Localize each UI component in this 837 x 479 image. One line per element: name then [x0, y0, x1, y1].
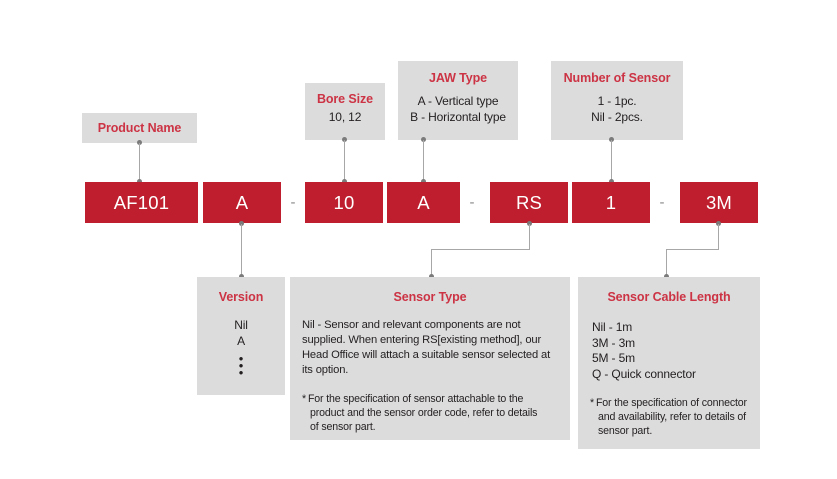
connector-line-version	[241, 224, 242, 277]
ellipsis-dot: •	[238, 351, 244, 366]
note-asterisk: *	[302, 393, 306, 405]
ellipsis-dot: •	[238, 365, 244, 380]
connector-dot	[342, 179, 347, 184]
connector-dot	[716, 221, 721, 226]
ellipsis-dot: •	[238, 358, 244, 373]
connector-dot	[239, 221, 244, 226]
code-segment-sensor-type[interactable]: RS	[490, 182, 568, 223]
label-box-bore-size: Bore Size 10, 12	[305, 83, 385, 140]
label-heading: Product Name	[97, 121, 182, 135]
connector-dot	[239, 274, 244, 279]
note-line: product and the sensor order code, refer…	[310, 407, 538, 419]
connector-line-sensor-type-rise	[431, 249, 432, 277]
connector-line-cable-length-drop	[718, 224, 719, 249]
label-line: 3M - 3m	[592, 335, 635, 350]
label-line: Q - Quick connector	[592, 366, 696, 381]
label-box-number-of-sensor: Number of Sensor 1 - 1pc. Nil - 2pcs.	[551, 61, 683, 140]
connector-line-number-of-sensor	[611, 140, 612, 182]
label-line: Nil	[234, 318, 248, 332]
connector-line-sensor-type-span	[431, 249, 530, 250]
connector-dot	[527, 221, 532, 226]
code-segment-number-of-sensor[interactable]: 1	[572, 182, 650, 223]
connector-dot	[137, 140, 142, 145]
code-segment-bore-size[interactable]: 10	[305, 182, 383, 223]
label-line: A - Vertical type	[417, 94, 499, 108]
connector-dot	[421, 179, 426, 184]
connector-dot	[609, 179, 614, 184]
label-heading: Sensor Type	[393, 290, 467, 304]
label-box-product-name: Product Name	[82, 113, 197, 143]
vertical-ellipsis-icon: • • •	[197, 351, 285, 380]
label-heading: Bore Size	[316, 92, 374, 106]
note-line: For the specification of connector	[595, 397, 747, 409]
connector-dot	[664, 274, 669, 279]
label-heading: JAW Type	[428, 71, 487, 85]
connector-dot	[342, 137, 347, 142]
label-line: 1 - 1pc.	[597, 94, 637, 108]
connector-line-jaw-type	[423, 140, 424, 182]
label-box-version: Version Nil A • • •	[197, 277, 285, 395]
label-line: Nil - 2pcs.	[591, 109, 643, 124]
connector-line-sensor-type-drop	[529, 224, 530, 249]
code-segment-product-name[interactable]: AF101	[85, 182, 198, 223]
code-segment-cable-length[interactable]: 3M	[680, 182, 758, 223]
label-heading: Sensor Cable Length	[607, 290, 731, 304]
code-separator: -	[290, 194, 296, 211]
label-line: B - Horizontal type	[410, 109, 506, 124]
code-segment-jaw-type[interactable]: A	[387, 182, 460, 223]
label-line: 5M - 5m	[592, 351, 635, 365]
connector-line-bore-size	[344, 140, 345, 182]
connector-dot	[421, 137, 426, 142]
label-heading: Number of Sensor	[563, 71, 671, 85]
label-box-cable-length: Sensor Cable Length Nil - 1m 3M - 3m 5M …	[578, 277, 760, 449]
label-box-sensor-type: Sensor Type Nil - Sensor and relevant co…	[290, 277, 570, 440]
sensor-type-note: *For the specification of sensor attacha…	[290, 392, 570, 434]
label-line: 10, 12	[328, 110, 362, 124]
connector-line-product-name	[139, 143, 140, 182]
sensor-type-description: Nil - Sensor and relevant components are…	[302, 319, 551, 376]
code-segment-version[interactable]: A	[203, 182, 281, 223]
label-box-jaw-type: JAW Type A - Vertical type B - Horizonta…	[398, 61, 518, 140]
note-line: of sensor part.	[310, 421, 376, 433]
note-line: and availability, refer to details of	[598, 411, 746, 423]
note-asterisk: *	[590, 397, 594, 409]
connector-dot	[609, 137, 614, 142]
connector-dot	[137, 179, 142, 184]
note-line: For the specification of sensor attachab…	[307, 393, 524, 405]
label-line: A	[237, 333, 245, 348]
code-separator: -	[659, 194, 665, 211]
cable-length-note: *For the specification of connector and …	[578, 396, 760, 438]
note-line: sensor part.	[598, 425, 653, 437]
connector-line-cable-length-span	[666, 249, 719, 250]
code-separator: -	[469, 194, 475, 211]
connector-line-cable-length-rise	[666, 249, 667, 277]
connector-dot	[429, 274, 434, 279]
label-line: Nil - 1m	[592, 320, 633, 334]
label-heading: Version	[218, 290, 264, 304]
